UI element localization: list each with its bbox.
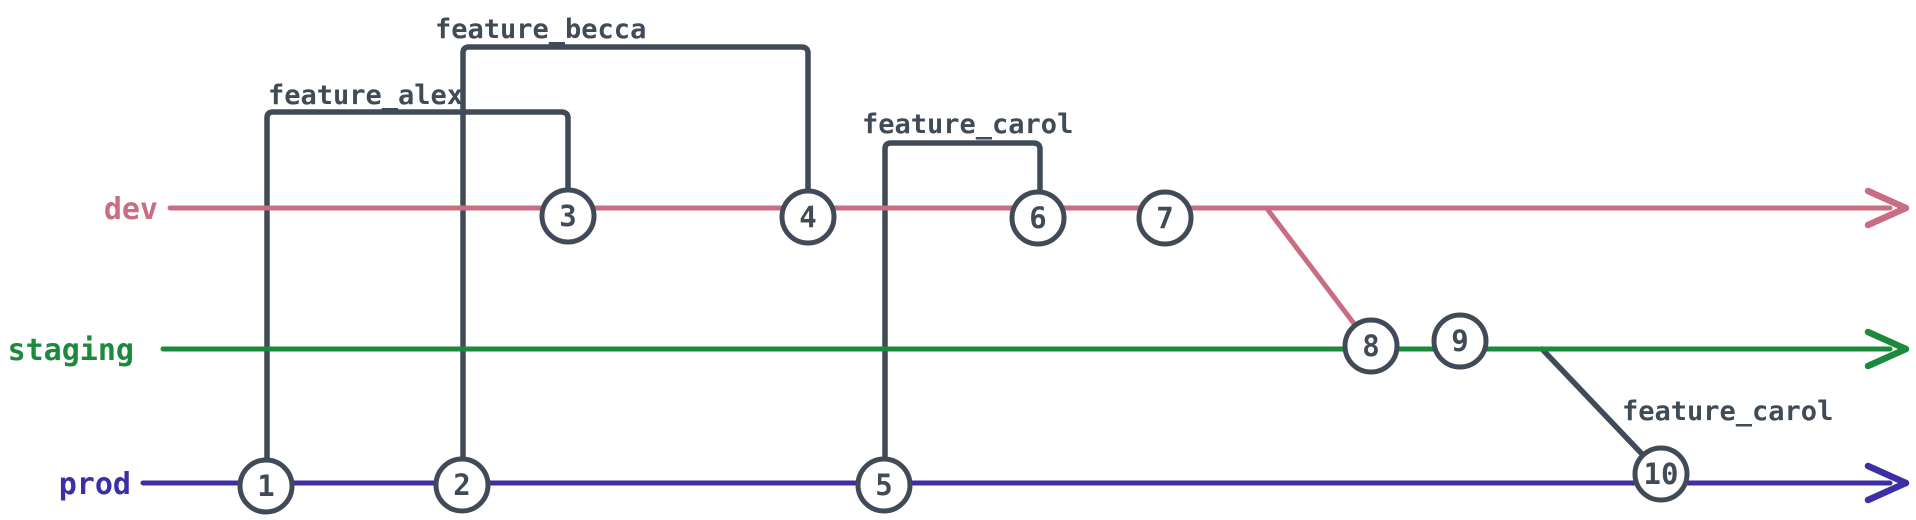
commit-circle-7 (1136, 189, 1194, 247)
feature-alex-label: feature_alex (268, 80, 463, 111)
commit-number-8: 8 (1362, 329, 1379, 363)
commit-node-1: 1 (237, 457, 295, 515)
feature-carol-label: feature_carol (862, 109, 1073, 140)
commit-number-2: 2 (453, 468, 470, 502)
commit-node-9: 9 (1431, 312, 1489, 370)
commit-number-4: 4 (799, 200, 816, 234)
commit-node-10: 10 (1632, 445, 1690, 503)
commit-circle-10 (1632, 445, 1690, 503)
feature-alex-line (264, 109, 571, 464)
commit-number-10: 10 (1644, 457, 1679, 491)
commit-number-6: 6 (1029, 201, 1046, 235)
dev-arrow-icon (1864, 187, 1910, 229)
commit-circle-2 (433, 456, 491, 514)
prod-arrow-icon (1864, 462, 1910, 504)
feature-carol-line (882, 140, 1043, 463)
staging-branch-label: staging (8, 333, 134, 368)
commit-node-4: 4 (779, 188, 837, 246)
commit-number-7: 7 (1156, 201, 1173, 235)
commit-node-7: 7 (1136, 189, 1194, 247)
commit-circle-3 (539, 187, 597, 245)
commit-node-2: 2 (433, 456, 491, 514)
commit-node-5: 5 (855, 456, 913, 514)
prod-branch-label: prod (59, 467, 131, 502)
commit-number-5: 5 (875, 468, 892, 502)
commit-number-1: 1 (257, 469, 274, 503)
feature-carol-2-label: feature_carol (1622, 396, 1833, 427)
commit-circle-9 (1431, 312, 1489, 370)
dev-branch-label: dev (104, 192, 158, 227)
commit-node-3: 3 (539, 187, 597, 245)
commit-circle-4 (779, 188, 837, 246)
feature-becca-label: feature_becca (435, 14, 646, 45)
feature-carol-2-line (1539, 346, 1664, 477)
staging-arrow-icon (1864, 328, 1910, 370)
commit-circle-1 (237, 457, 295, 515)
commit-circle-8 (1342, 317, 1400, 375)
commit-node-8: 8 (1342, 317, 1400, 375)
feature-becca-line (460, 44, 811, 463)
commit-node-6: 6 (1009, 189, 1067, 247)
commit-number-3: 3 (559, 199, 576, 233)
commit-circle-6 (1009, 189, 1067, 247)
commit-number-9: 9 (1451, 324, 1468, 358)
commit-circle-5 (855, 456, 913, 514)
